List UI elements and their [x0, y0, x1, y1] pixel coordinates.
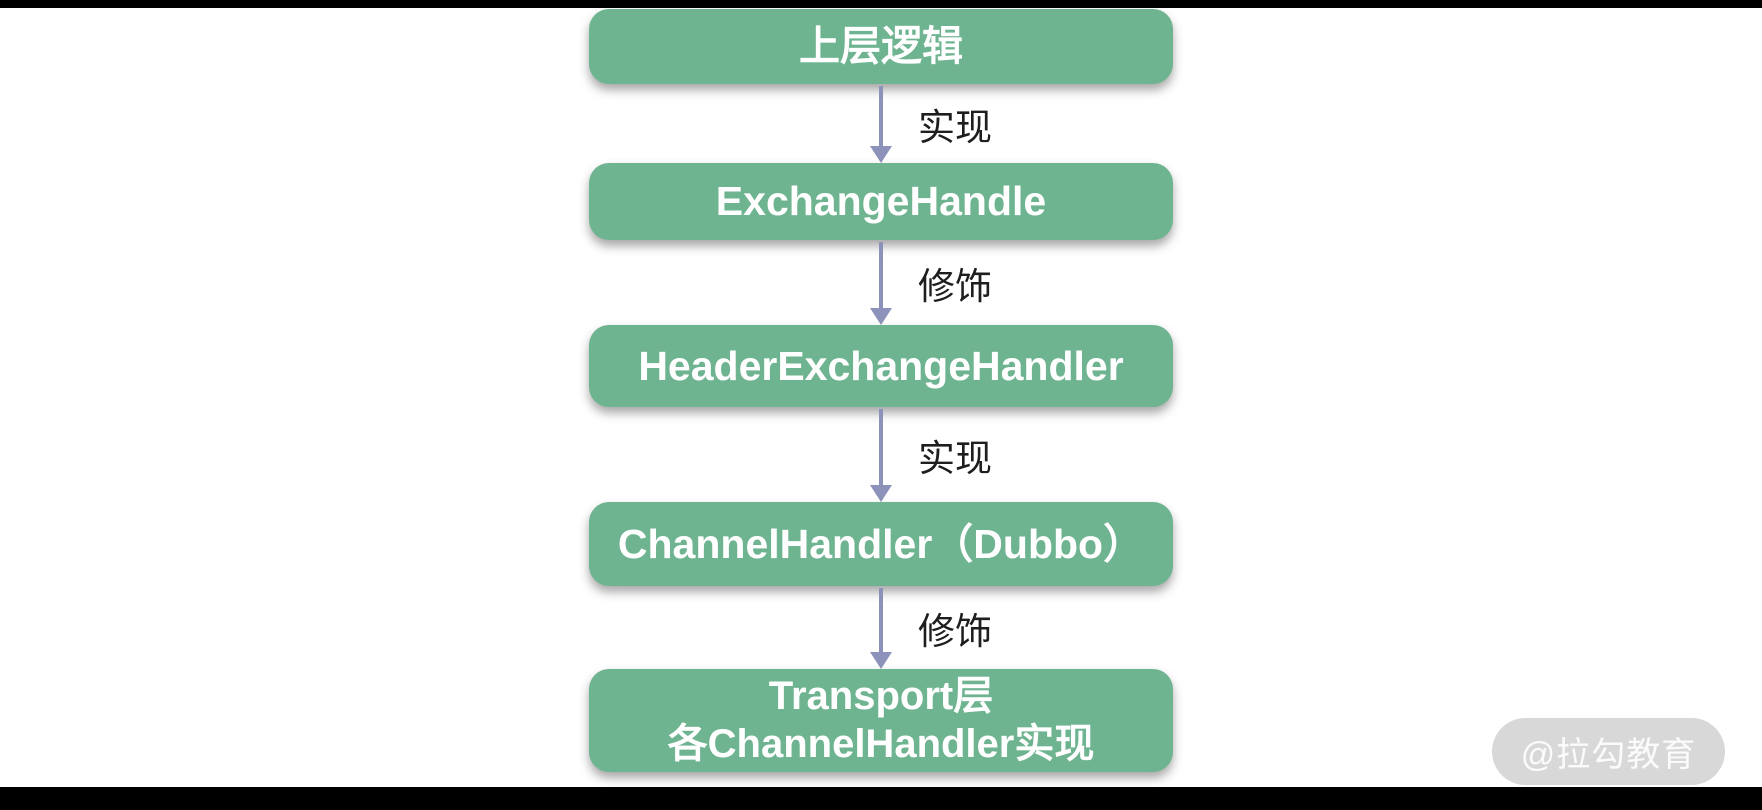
- flow-edge-decorate-1: 修饰: [589, 240, 1173, 325]
- arrow-down-icon: [867, 409, 895, 502]
- flow-node-upper-logic: 上层逻辑: [589, 9, 1173, 84]
- flow-node-label: ExchangeHandle: [715, 178, 1047, 225]
- flow-edge-decorate-2: 修饰: [589, 586, 1173, 669]
- bottom-letterbox-bar: [0, 787, 1762, 810]
- flow-edge-label: 实现: [918, 106, 992, 148]
- flow-edge-label: 修饰: [918, 265, 992, 307]
- top-letterbox-bar: [0, 0, 1762, 8]
- flow-node-label: ChannelHandler（Dubbo）: [617, 520, 1145, 567]
- flow-edge-implement-2: 实现: [589, 407, 1173, 502]
- flow-edge-label: 修饰: [918, 610, 992, 652]
- flow-node-transport-layer: Transport层 各ChannelHandler实现: [589, 669, 1173, 772]
- flow-node-label: HeaderExchangeHandler: [638, 342, 1124, 389]
- arrow-down-icon: [867, 242, 895, 325]
- flow-node-label-line-1: Transport层: [768, 674, 994, 719]
- watermark-badge: @拉勾教育: [1492, 718, 1725, 785]
- flow-node-label-line-2: 各ChannelHandler实现: [667, 721, 1095, 766]
- flow-edge-label: 实现: [918, 437, 992, 479]
- arrow-down-icon: [867, 588, 895, 669]
- flow-edge-implement-1: 实现: [589, 84, 1173, 163]
- flow-node-label: 上层逻辑: [799, 23, 963, 70]
- flow-node-header-exchange-handler: HeaderExchangeHandler: [589, 325, 1173, 407]
- flow-node-channel-handler-dubbo: ChannelHandler（Dubbo）: [589, 502, 1173, 586]
- flow-node-exchange-handle: ExchangeHandle: [589, 163, 1173, 240]
- arrow-down-icon: [867, 86, 895, 163]
- watermark-text: @拉勾教育: [1520, 736, 1697, 774]
